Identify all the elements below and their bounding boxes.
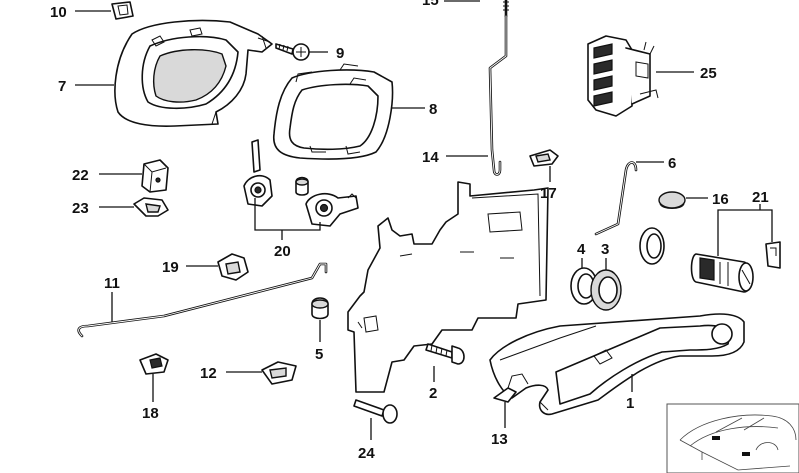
callout-3: 3 (601, 241, 609, 258)
part-11-rod (77, 262, 328, 338)
part-23-clip (133, 197, 169, 217)
callout-18: 18 (142, 405, 159, 422)
callout-23: 23 (72, 200, 89, 217)
part-13-lever (493, 373, 529, 403)
callout-4: 4 (577, 241, 586, 258)
callout-25: 25 (700, 65, 717, 82)
callout-11: 11 (104, 275, 120, 292)
callout-17: 17 (540, 185, 557, 202)
callout-9: 9 (336, 45, 344, 62)
callout-2: 2 (429, 385, 437, 402)
callout-19: 19 (162, 259, 179, 276)
callout-5: 5 (315, 346, 323, 363)
callout-24: 24 (358, 445, 375, 462)
part-14-operating-rod (488, 14, 508, 176)
part-12-clip (261, 361, 297, 385)
callout-16: 16 (712, 191, 729, 208)
part-15-rod-end (503, 0, 509, 18)
vehicle-location-inset (666, 403, 799, 473)
carrier-plate (347, 181, 549, 393)
part-20-lever-set (243, 139, 359, 227)
marker-rear-door (742, 452, 750, 456)
callout-10: 10 (50, 4, 67, 21)
part-4-gasket (570, 267, 598, 305)
part-25-lock-block (587, 35, 659, 117)
part-17-clip (529, 149, 559, 167)
callout-14: 14 (422, 149, 439, 166)
callout-7: 7 (58, 78, 66, 95)
part-21-lock-cylinder (639, 227, 781, 293)
part-2-bolt (425, 343, 465, 365)
part-24-pin (353, 399, 398, 424)
callout-20: 20 (274, 243, 291, 260)
part-5-grommet (311, 297, 329, 320)
part-1-outer-handle (489, 313, 745, 416)
part-18-clip-nut (139, 353, 169, 375)
part-9-screw (275, 43, 310, 61)
part-19-clip (217, 253, 249, 281)
callout-13: 13 (491, 431, 508, 448)
callout-6: 6 (668, 155, 676, 172)
part-3-ring (590, 269, 622, 311)
callout-15: 15 (422, 0, 439, 9)
callout-12: 12 (200, 365, 217, 382)
part-16-cap (658, 191, 686, 209)
part-8-trim-frame (273, 63, 394, 160)
part-22-block (141, 159, 169, 193)
marker-front-door (712, 436, 720, 440)
leader-21 (717, 209, 773, 256)
callout-1: 1 (626, 395, 634, 412)
part-6-lock-rod (594, 161, 638, 236)
part-7-handle-housing (114, 19, 273, 127)
leader-20 (254, 198, 321, 231)
callout-21: 21 (752, 189, 769, 206)
callout-8: 8 (429, 101, 437, 118)
callout-22: 22 (72, 167, 89, 184)
part-10-clip (111, 1, 134, 20)
